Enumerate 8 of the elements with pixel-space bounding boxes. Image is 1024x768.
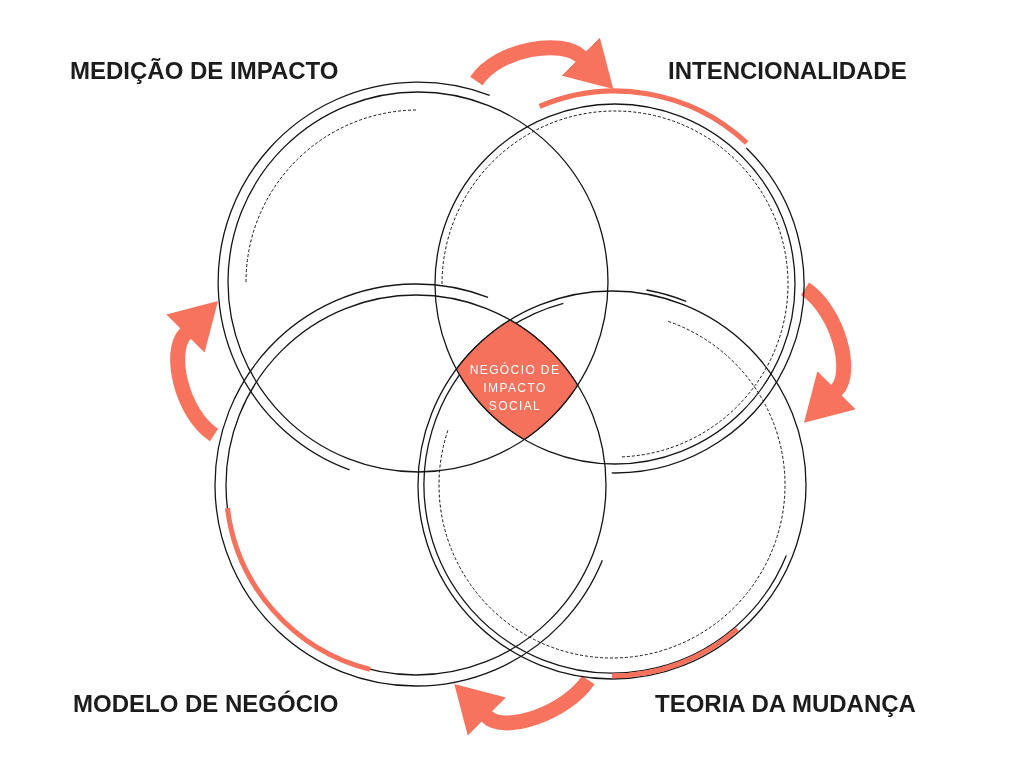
lens-shape (455, 319, 579, 440)
circle-label: MEDIÇÃO DE IMPACTO (70, 59, 339, 83)
lens-label: NEGÓCIO DE IMPACTO SOCIAL (468, 361, 562, 415)
circle-label: TEORIA DA MUDANÇA (655, 692, 916, 716)
circle-label: INTENCIONALIDADE (668, 59, 907, 83)
circle-label: MODELO DE NEGÓCIO (73, 692, 339, 716)
venn-circle (217, 81, 609, 473)
venn-circle (434, 88, 805, 474)
